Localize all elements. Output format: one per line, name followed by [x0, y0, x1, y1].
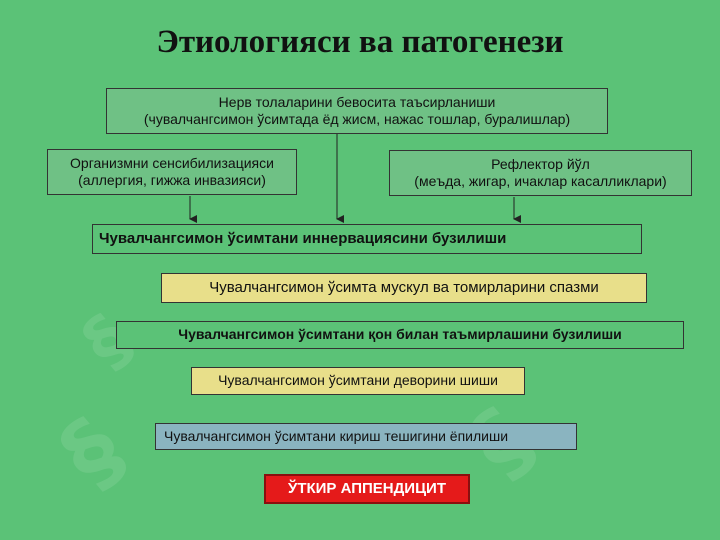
page-title: Этиологияси ва патогенези [156, 24, 564, 60]
step-spasm-label: Чувалчангсимон ўсимта мускул ва томирлар… [209, 278, 599, 296]
cause-reflex-path: Рефлектор йўл (меъда, жигар, ичаклар кас… [389, 150, 692, 196]
step-blood-label: Чувалчангсимон ўсимтани қон билан таъмир… [178, 326, 622, 343]
cause-nerve-irritation: Нерв толаларини бевосита таъсирланиши (ч… [106, 88, 608, 134]
cause-sensitization-line2: (аллергия, гижжа инвазияси) [78, 172, 266, 188]
cause-sensitization-line1: Организмни сенсибилизацияси [70, 154, 274, 171]
step-blood-supply-disorder: Чувалчангсимон ўсимтани қон билан таъмир… [116, 321, 684, 349]
step-closing-label: Чувалчангсимон ўсимтани кириш тешигини ё… [164, 427, 509, 444]
cause-nerve-line2: (чувалчангсимон ўсимтада ёд жисм, нажас … [143, 111, 571, 127]
step-wall-swelling: Чувалчангсимон ўсимтани деворини шиши [191, 367, 525, 395]
step-innervation-label: Чувалчангсимон ўсимтани иннервациясини б… [99, 229, 507, 247]
result-acute-appendicitis: ЎТКИР АППЕНДИЦИТ [264, 474, 470, 504]
cause-sensitization: Организмни сенсибилизацияси (аллергия, г… [47, 149, 297, 195]
step-innervation-disorder: Чувалчангсимон ўсимтани иннервациясини б… [92, 224, 642, 254]
cause-reflex-line1: Рефлектор йўл [491, 155, 590, 172]
step-entrance-closing: Чувалчангсимон ўсимтани кириш тешигини ё… [155, 423, 577, 450]
step-muscle-vessel-spasm: Чувалчангсимон ўсимта мускул ва томирлар… [161, 273, 647, 303]
cause-nerve-line1: Нерв толаларини бевосита таъсирланиши [218, 93, 496, 110]
cause-reflex-line2: (меъда, жигар, ичаклар касалликлари) [414, 173, 667, 189]
result-label: ЎТКИР АППЕНДИЦИТ [287, 479, 446, 497]
step-swelling-label: Чувалчангсимон ўсимтани деворини шиши [218, 372, 498, 389]
